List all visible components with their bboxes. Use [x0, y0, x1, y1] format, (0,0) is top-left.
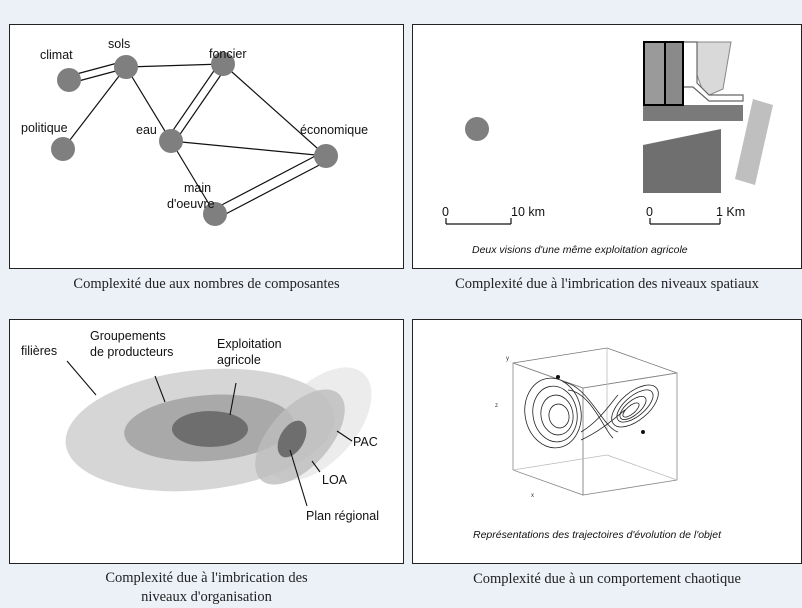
parcel-gray-2 [664, 41, 684, 106]
panel-chaotic: y z x Représentations des trajectoires d… [412, 319, 802, 564]
label-doeuvre: d'oeuvre [167, 197, 215, 211]
label-loa: LOA [322, 473, 348, 487]
label-groupements-2: de producteurs [90, 345, 174, 359]
label-sols: sols [108, 37, 131, 51]
label-pac: PAC [353, 435, 378, 449]
caption-organisation-2: niveaux d'organisation [141, 589, 272, 605]
spatial-diagram [445, 41, 773, 225]
parcel-large-dark [643, 129, 721, 193]
node-climat [57, 68, 81, 92]
scale-right-start: 0 [646, 205, 653, 219]
chaotic-note: Représentations des trajectoires d'évolu… [473, 529, 721, 541]
label-economique: économique [300, 123, 369, 137]
label-filieres: filières [21, 344, 58, 358]
parcel-outline [682, 41, 744, 102]
organisation-diagram [65, 360, 372, 507]
network-diagram [51, 52, 338, 226]
label-eau: eau [136, 123, 157, 137]
scale-right-end: 1 Km [716, 205, 746, 219]
label-climat: climat [40, 48, 73, 62]
node-eau [159, 129, 183, 153]
label-exploitation-1: Exploitation [217, 337, 282, 351]
label-politique: politique [21, 121, 68, 135]
panel-components: climat sols foncier politique eau économ… [9, 24, 404, 269]
parcel-bottom-strip [643, 105, 743, 121]
node-politique [51, 137, 75, 161]
label-foncier: foncier [209, 47, 247, 61]
node-economique [314, 144, 338, 168]
lorenz-attractor [512, 347, 678, 496]
panel-organisation: filières Groupements de producteurs Expl… [9, 319, 404, 564]
caption-chaotic: Complexité due à un comportement chaotiq… [473, 571, 741, 587]
panel-spatial: 0 10 km 0 1 Km Deux visions d'une même e… [412, 24, 802, 269]
trajectory-point-1 [556, 375, 560, 379]
caption-components: Complexité due aux nombres de composante… [73, 276, 340, 292]
caption-spatial: Complexité due à l'imbrication des nivea… [455, 276, 759, 292]
scale-left-end: 10 km [511, 205, 546, 219]
scale-left-start: 0 [442, 205, 449, 219]
node-main-doeuvre [203, 202, 227, 226]
ellipse-exploitation [172, 411, 248, 447]
label-exploitation-2: agricole [217, 353, 261, 367]
node-foncier [211, 52, 235, 76]
caption-organisation-1: Complexité due à l'imbrication des [105, 570, 308, 586]
farm-dot [465, 117, 489, 141]
parcel-tilted [735, 99, 773, 185]
label-main: main [184, 181, 212, 195]
node-sols [114, 55, 138, 79]
ellipse-plan-regional [277, 420, 307, 458]
label-plan-regional: Plan régional [306, 509, 379, 523]
trajectory-point-2 [641, 430, 645, 434]
spatial-note: Deux visions d'une même exploitation agr… [472, 244, 688, 256]
label-groupements-1: Groupements [90, 329, 166, 343]
parcel-gray-1 [643, 41, 666, 106]
